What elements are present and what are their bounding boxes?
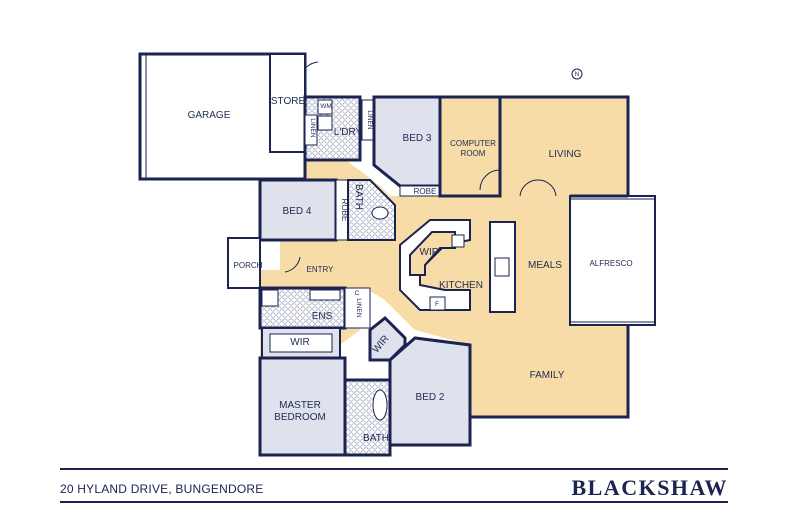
label-store: STORE — [271, 96, 306, 107]
label-garage: GARAGE — [188, 110, 231, 121]
bath1-room — [347, 179, 396, 241]
label-bed3: BED 3 — [403, 133, 432, 144]
label-master-2: BEDROOM — [274, 412, 326, 423]
footer-rule-bottom — [60, 501, 728, 503]
label-bed2: BED 2 — [416, 392, 445, 403]
porch-area — [227, 237, 261, 289]
alfresco-area — [569, 195, 656, 326]
label-ens: ENS — [312, 311, 333, 322]
label-laundry: L'DRY — [334, 127, 363, 138]
label-alfresco: ALFRESCO — [589, 259, 632, 268]
label-wm: WM — [320, 103, 332, 110]
label-linen-3: LINEN — [355, 298, 362, 317]
label-linen-1: LINEN — [309, 118, 316, 137]
label-computer-room-1: COMPUTER — [450, 139, 496, 148]
label-bath-1: BATH — [353, 184, 364, 210]
svg-text:N: N — [575, 71, 580, 78]
bed2-room — [388, 336, 472, 447]
label-bed4: BED 4 — [283, 206, 312, 217]
label-master-1: MASTER — [279, 400, 321, 411]
brand-logo: BLACKSHAW — [571, 475, 728, 500]
label-computer-room-2: ROOM — [461, 149, 486, 158]
label-linen-c: C — [355, 290, 360, 297]
label-linen-2: LINEN — [366, 110, 373, 129]
wip-pantry — [409, 231, 456, 276]
label-family: FAMILY — [530, 370, 565, 381]
label-porch: PORCH — [234, 261, 263, 270]
computer-room — [438, 95, 502, 198]
footer-rule-top — [60, 468, 728, 470]
label-robe-2: ROBE — [340, 199, 349, 222]
label-kitchen: KITCHEN — [439, 280, 483, 291]
label-wir-1: WIR — [290, 337, 309, 348]
label-robe-1: ROBE — [414, 187, 437, 196]
label-bath-2: BATH — [363, 433, 389, 444]
property-address: 20 HYLAND DRIVE, BUNGENDORE — [60, 482, 264, 496]
label-fridge: F — [435, 301, 439, 308]
master-bedroom — [258, 356, 347, 457]
label-entry: ENTRY — [307, 265, 335, 274]
north-symbol — [571, 68, 583, 80]
label-living: LIVING — [549, 149, 582, 160]
label-wip: WIP — [420, 247, 439, 258]
label-meals: MEALS — [528, 260, 562, 271]
